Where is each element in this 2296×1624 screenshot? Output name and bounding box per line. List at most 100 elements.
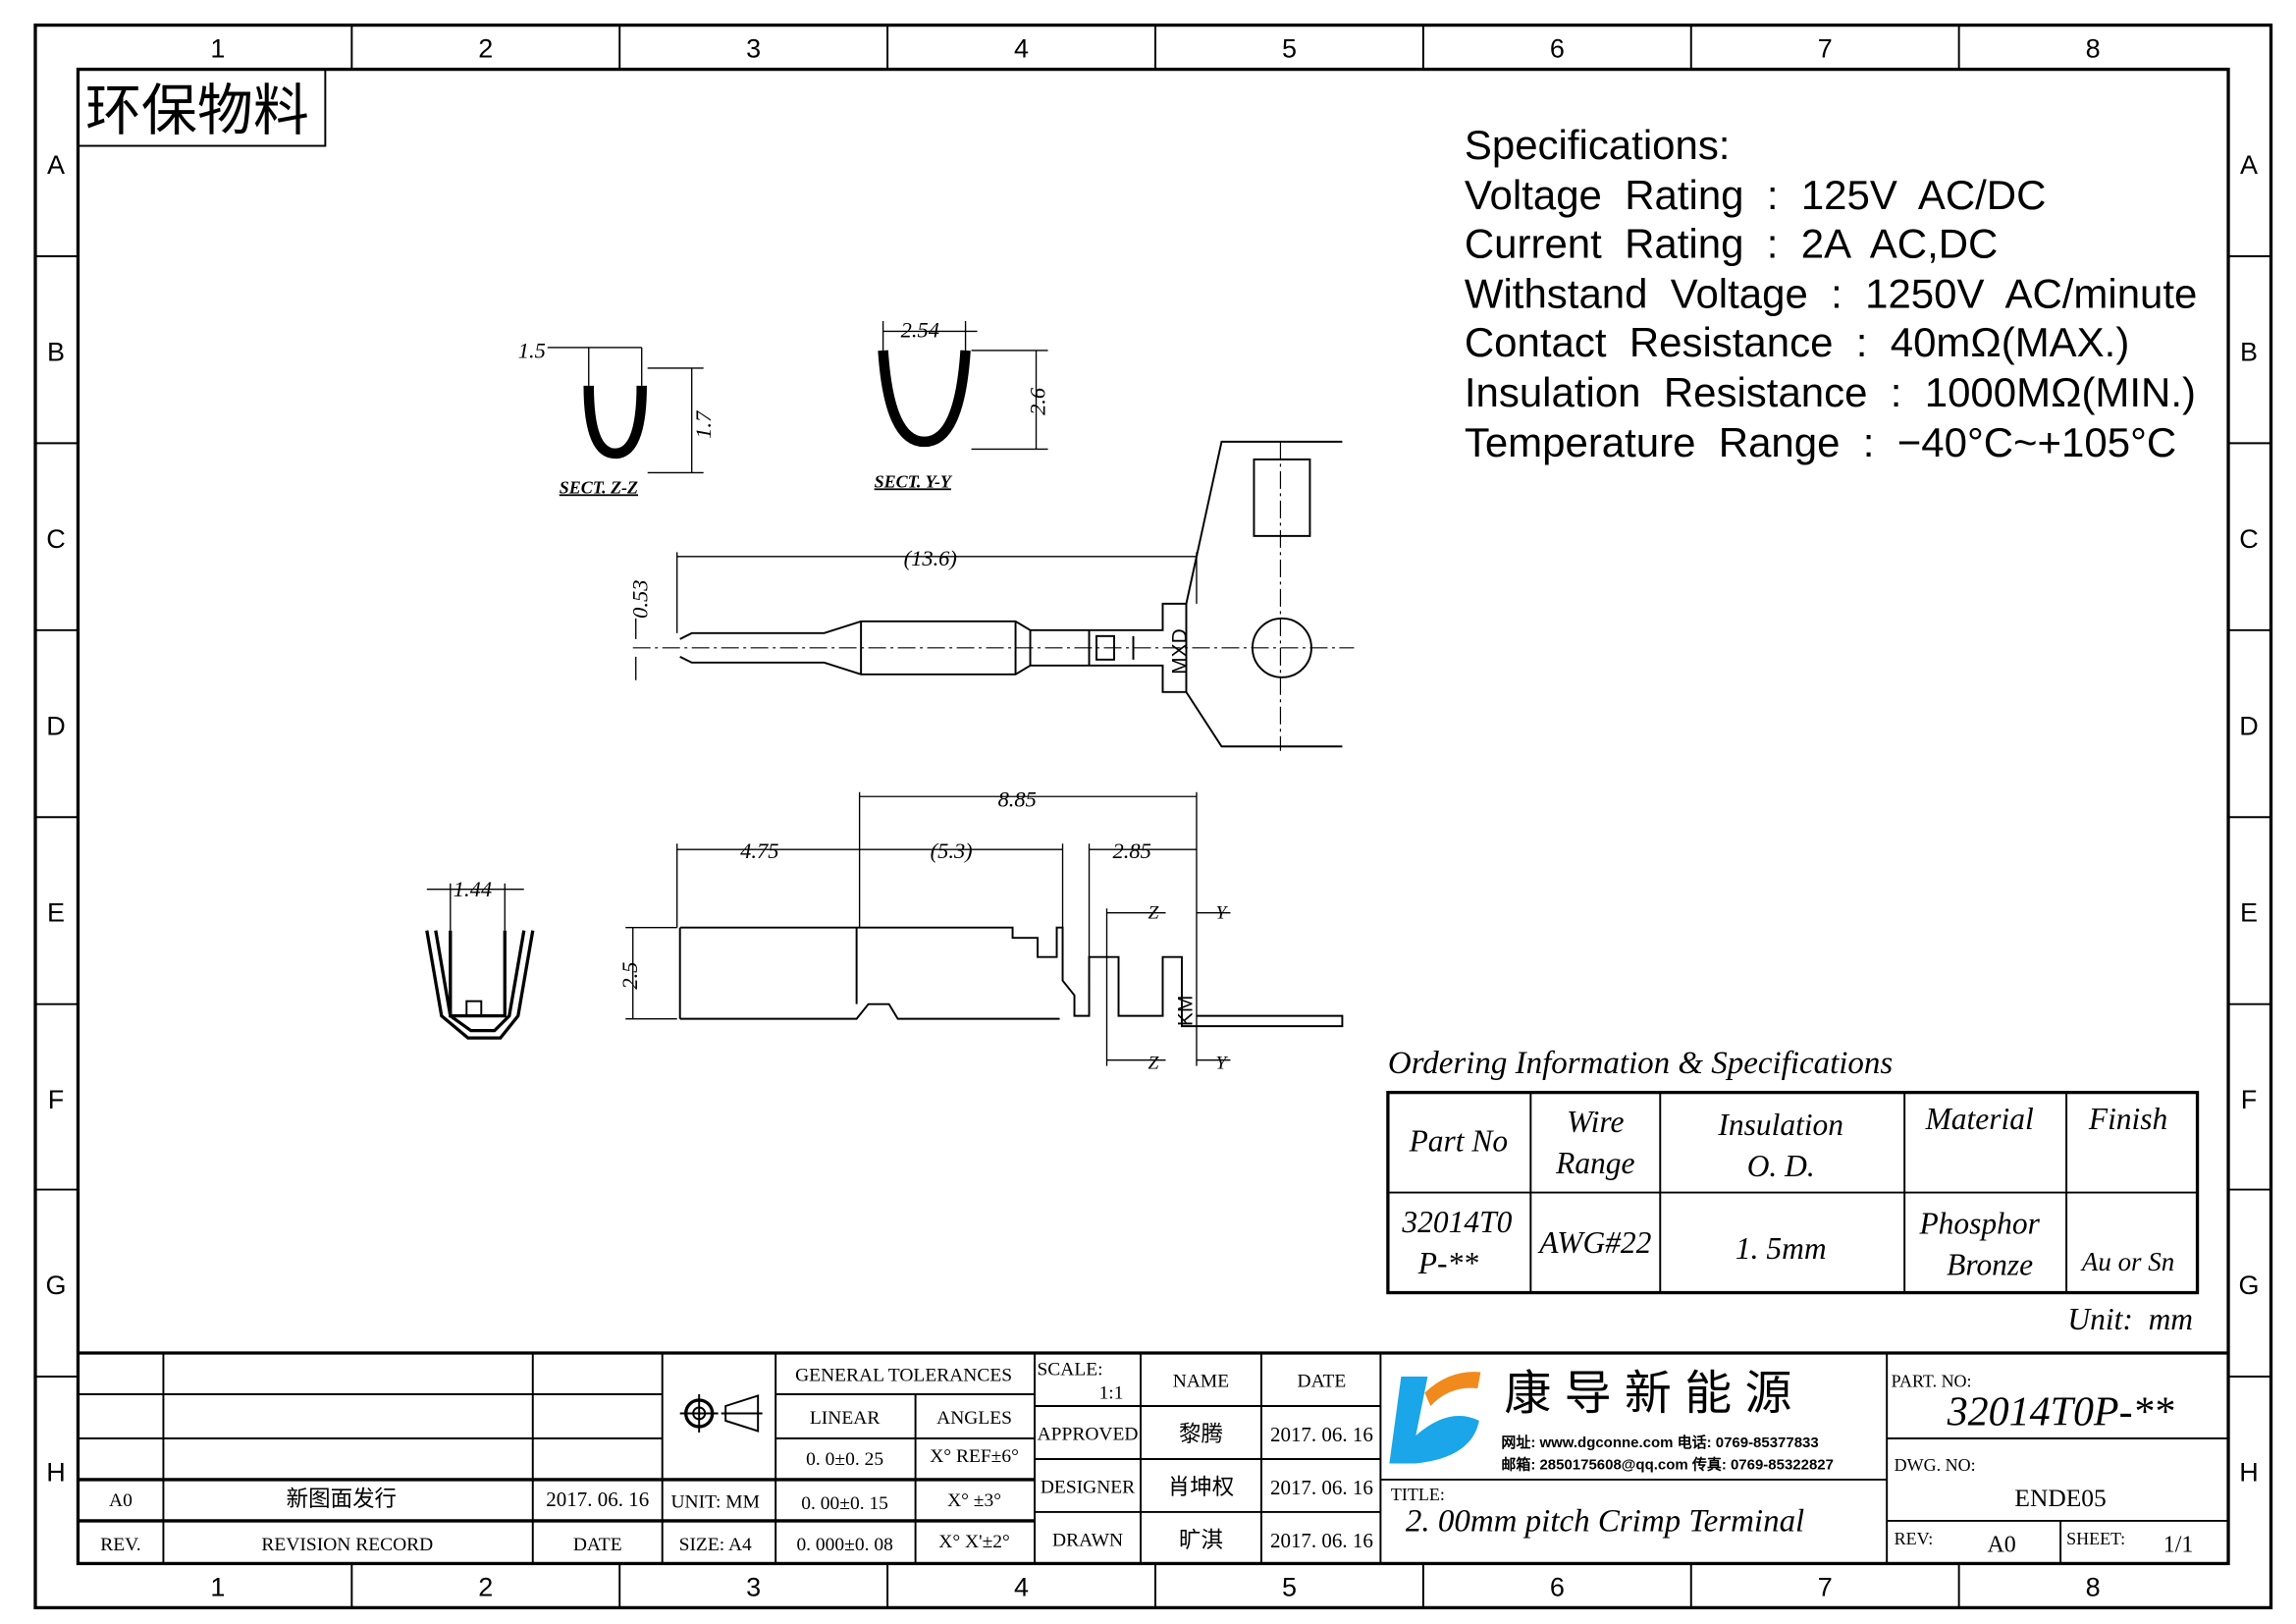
drawn-label: DRAWN	[1052, 1530, 1123, 1550]
specifications: Specifications: Voltage Rating : 125V AC…	[1465, 122, 2198, 465]
dwg-no-label: DWG. NO:	[1895, 1455, 1976, 1475]
spec-line: Current Rating : 2A AC,DC	[1465, 220, 1998, 266]
section-z-marker: Z	[1148, 903, 1158, 924]
company-contact-mail-fax: 邮箱: 2850175608@qq.com 传真: 0769-85322827	[1501, 1455, 1834, 1473]
col-label: 8	[2086, 1572, 2101, 1601]
tol-linear: 0. 00±0. 15	[801, 1493, 888, 1514]
general-tolerances: GENERAL TOLERANCES	[795, 1366, 1012, 1386]
col-label: 5	[1282, 34, 1297, 64]
spec-line: Withstand Voltage : 1250V AC/minute	[1465, 270, 2198, 316]
approved-name: 黎腾	[1179, 1422, 1223, 1446]
eco-label-box	[77, 68, 327, 147]
row-label: D	[46, 711, 65, 740]
row-label: F	[2241, 1085, 2257, 1114]
marking: MXD	[1168, 628, 1191, 675]
title-block: A0 新图面发行 2017. 06. 16 REV. REVISION RECO…	[78, 1351, 2229, 1564]
company-logo: 康 导 新 能 源 网址: www.dgconne.com 电话: 0769-8…	[1389, 1368, 1834, 1473]
tol-linear: 0. 0±0. 25	[806, 1449, 883, 1470]
drawn-name: 旷淇	[1179, 1528, 1223, 1552]
terminal-top-view: (13.6) 0.53 MXD	[628, 440, 1355, 751]
eco-label: 环保物料	[85, 81, 309, 142]
header-material: Material	[1925, 1102, 2034, 1136]
row-label: H	[46, 1457, 65, 1487]
dim-length: (13.6)	[904, 546, 957, 570]
header-finish: Finish	[2088, 1102, 2167, 1136]
col-label: 2	[478, 1572, 493, 1601]
row-label: B	[2240, 337, 2258, 366]
unit-label: UNIT: MM	[670, 1491, 760, 1512]
rev-value: A0	[1987, 1532, 2015, 1557]
section-y-y: 2.54 2.6 SECT. Y-Y	[875, 317, 1050, 491]
col-label: 1	[210, 34, 225, 64]
revision-record-value: 新图面发行	[287, 1487, 397, 1511]
marking: KM	[1174, 996, 1197, 1026]
row-label: C	[2239, 524, 2258, 554]
row-label: A	[2240, 150, 2258, 180]
section-y-marker: Y	[1215, 1054, 1228, 1074]
spec-line: Contact Resistance : 40mΩ(MAX.)	[1465, 319, 2129, 365]
col-label: 6	[1550, 34, 1565, 64]
tol-angle: X° ±3°	[947, 1490, 1001, 1511]
scale-label: SCALE:	[1037, 1360, 1102, 1380]
dim-885: 8.85	[998, 787, 1037, 812]
dim-thickness: 0.53	[628, 579, 653, 618]
row-label: C	[46, 524, 65, 554]
dim-53: (5.3)	[931, 839, 973, 863]
dim-475: 4.75	[740, 839, 778, 863]
zone-labels: 1 2 3 4 5 6 7 8 1 2 3 4 5 6 7 8 A B C D …	[45, 34, 2259, 1602]
sect-yy-label: SECT. Y-Y	[875, 471, 953, 491]
dim-yy-width: 2.54	[901, 317, 939, 342]
approved-label: APPROVED	[1038, 1424, 1139, 1444]
row-label: B	[47, 337, 65, 366]
row-label: E	[47, 898, 65, 928]
designer-name: 肖坤权	[1168, 1475, 1234, 1499]
row-label: G	[45, 1271, 66, 1300]
section-z-marker: Z	[1148, 1054, 1158, 1074]
rev-value: A0	[109, 1490, 133, 1511]
revision-date-value: 2017. 06. 16	[546, 1488, 649, 1511]
date-header: DATE	[1298, 1371, 1347, 1391]
col-label: 4	[1014, 1572, 1029, 1601]
col-label: 3	[746, 1572, 761, 1601]
tol-angle: X° REF±6°	[930, 1446, 1019, 1467]
row-label: A	[47, 150, 65, 180]
approved-date: 2017. 06. 16	[1270, 1423, 1373, 1446]
dim-285: 2.85	[1113, 839, 1151, 863]
revision-record-header: REVISION RECORD	[261, 1535, 433, 1555]
col-label: 7	[1818, 1572, 1833, 1601]
rev-header: REV.	[100, 1535, 140, 1555]
company-name: 康 导 新 能 源	[1504, 1368, 1791, 1420]
tol-angle: X° X'±2°	[938, 1532, 1010, 1552]
dim-yy-height: 2.6	[1026, 387, 1050, 415]
terminal-side-view: 8.85 4.75 (5.3) 2.85 2.5 Z Y Z Y KM	[617, 787, 1344, 1074]
angles-header: ANGLES	[936, 1408, 1012, 1429]
row-label: F	[48, 1085, 64, 1114]
title-label: TITLE:	[1391, 1485, 1445, 1504]
spec-line: Voltage Rating : 125V AC/DC	[1465, 172, 2047, 218]
rev-label: REV:	[1895, 1529, 1934, 1548]
spec-title: Specifications:	[1465, 122, 1731, 168]
spec-line: Temperature Range : −40°C~+105°C	[1465, 419, 2176, 465]
cell-insulation: 1. 5mm	[1735, 1231, 1827, 1266]
col-label: 4	[1014, 34, 1029, 64]
terminal-end-view: 1.44	[425, 877, 535, 1040]
dim-25: 2.5	[617, 962, 642, 990]
section-y-marker: Y	[1215, 903, 1228, 924]
section-z-z: 1.5 1.7 SECT. Z-Z	[518, 338, 716, 497]
projection-symbol-icon	[679, 1393, 763, 1433]
linear-header: LINEAR	[810, 1408, 880, 1429]
col-label: 5	[1282, 1572, 1297, 1601]
tol-linear: 0. 000±0. 08	[796, 1535, 892, 1555]
part-no: 32014T0P-**	[1947, 1389, 2174, 1435]
designer-label: DESIGNER	[1041, 1477, 1135, 1497]
part-no-label: PART. NO:	[1892, 1371, 1972, 1390]
dim-zz-width: 1.5	[518, 338, 546, 362]
cell-wire-range: AWG#22	[1537, 1225, 1651, 1260]
col-label: 7	[1818, 34, 1833, 64]
row-label: D	[2239, 711, 2258, 740]
